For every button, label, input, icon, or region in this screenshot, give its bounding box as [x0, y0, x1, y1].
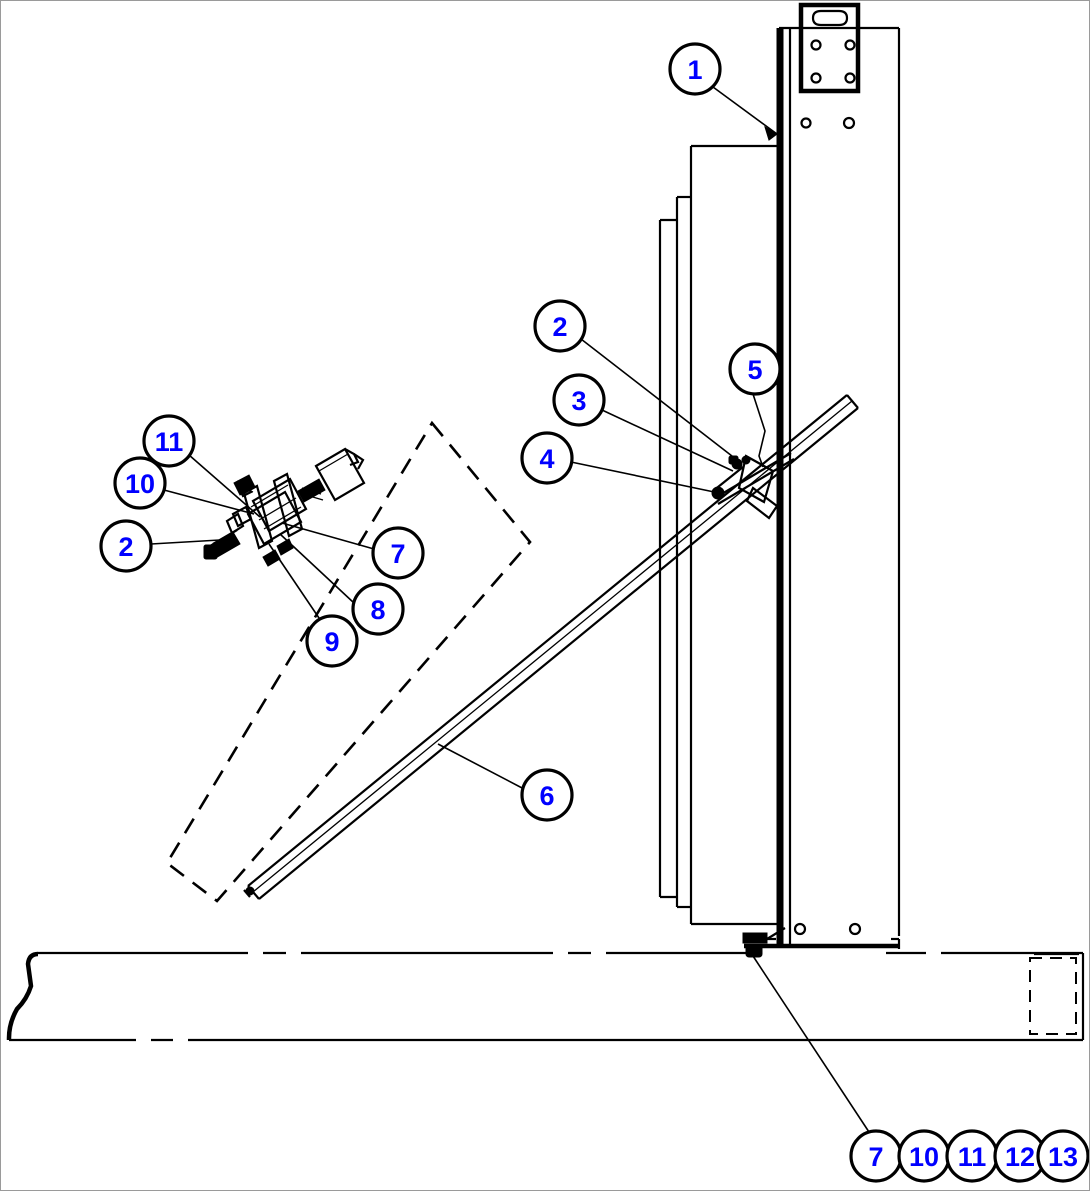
bottom-callout-balloon-10[interactable]: 10 [897, 1129, 951, 1183]
bolt-hole [793, 922, 807, 936]
top-mounting-plate [798, 2, 861, 130]
callout-balloon-10[interactable]: 10 [113, 456, 167, 510]
leader-3 [601, 409, 734, 472]
balloon-circle[interactable] [520, 431, 574, 485]
bottom-callout-balloon-7[interactable]: 7 [849, 1129, 903, 1183]
balloon-circle[interactable] [520, 768, 574, 822]
bolt-hole [844, 72, 856, 84]
callout-balloon-3[interactable]: 3 [552, 373, 606, 427]
hidden-detail-box [1029, 957, 1077, 1035]
callout-balloon-11[interactable]: 11 [142, 414, 196, 468]
balloon-circle[interactable] [99, 519, 153, 573]
bolt-hole [810, 39, 822, 51]
leader-11 [188, 454, 261, 518]
callout-balloon-2[interactable]: 2 [533, 299, 587, 353]
callout-balloon-6[interactable]: 6 [520, 768, 574, 822]
callout-balloon-1[interactable]: 1 [668, 42, 722, 96]
bolt-hole [848, 922, 862, 936]
bolt-hole [810, 72, 822, 84]
callout-balloon-9[interactable]: 9 [305, 614, 359, 668]
leader-2-detail [150, 538, 238, 545]
balloon-circle[interactable] [113, 456, 167, 510]
leader-9 [268, 543, 320, 619]
balloon-circle[interactable] [533, 299, 587, 353]
balloon-circle[interactable] [371, 526, 425, 580]
balloon-circle[interactable] [897, 1129, 951, 1183]
balloon-circle[interactable] [552, 373, 606, 427]
balloon-circle[interactable] [142, 414, 196, 468]
leader-5 [752, 393, 766, 468]
balloon-circle[interactable] [668, 42, 722, 96]
leader-lines [150, 86, 870, 1133]
leader-8 [279, 533, 355, 604]
leader-bottom-group [752, 955, 870, 1133]
callout-balloon-2[interactable]: 2 [99, 519, 153, 573]
leader-1 [712, 86, 778, 135]
balloon-circle[interactable] [728, 342, 782, 396]
bolt-hole [842, 116, 856, 130]
mast-pivot-clamp-assembly [711, 452, 795, 520]
balloon-circle[interactable] [945, 1129, 999, 1183]
leader-10 [163, 489, 255, 515]
leader-6 [437, 743, 525, 790]
balloon-circle[interactable] [305, 614, 359, 668]
bottom-callout-balloon-11[interactable]: 11 [945, 1129, 999, 1183]
callout-balloon-8[interactable]: 8 [351, 582, 405, 636]
callout-balloon-5[interactable]: 5 [728, 342, 782, 396]
bolt-hole [800, 117, 812, 129]
balloon-circle[interactable] [849, 1129, 903, 1183]
leader-2 [580, 338, 742, 464]
callout-balloon-7[interactable]: 7 [371, 526, 425, 580]
leader-7 [281, 522, 375, 550]
callout-balloon-4[interactable]: 4 [520, 431, 574, 485]
leader-4 [570, 461, 720, 494]
vertical-mast-column [658, 26, 901, 948]
bolt-hole [844, 39, 856, 51]
chassis-frame [6, 951, 1085, 1042]
balloon-circle[interactable] [351, 582, 405, 636]
balloon-circle[interactable] [1036, 1129, 1089, 1183]
base-mounting-bracket [742, 922, 901, 958]
bottom-callout-balloon-13[interactable]: 13 [1036, 1129, 1089, 1183]
detail-callout-box [165, 420, 532, 903]
